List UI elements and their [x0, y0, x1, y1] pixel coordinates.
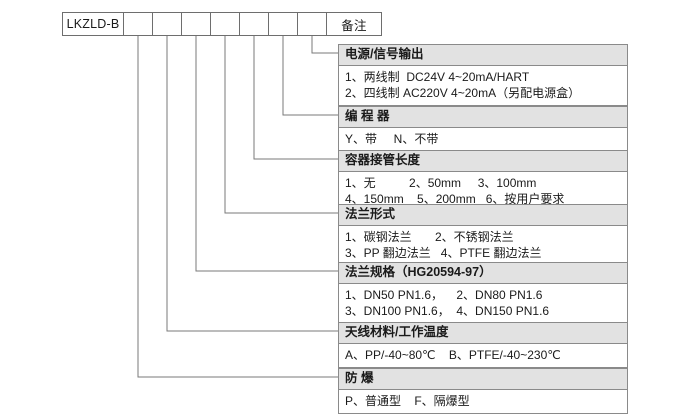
spec-block-programmer: 编 程 器 Y、带 N、不带: [338, 106, 628, 152]
leader-line-programmer: [282, 36, 338, 116]
spec-block-title-power-signal-output: 电源/信号输出: [339, 45, 627, 66]
model-code-slot-0[interactable]: [124, 13, 153, 35]
model-code-slot-3[interactable]: [211, 13, 240, 35]
spec-block-flange-type: 法兰形式 1、碳钢法兰 2、不锈钢法兰 3、PP 翻边法兰 4、PTFE 翻边法兰: [338, 204, 628, 266]
spec-block-flange-specification: 法兰规格（HG20594-97）1、DN50 PN1.6， 2、DN80 PN1…: [338, 262, 628, 324]
model-code-slot-6[interactable]: [298, 13, 327, 35]
spec-option-line: 3、PP 翻边法兰 4、PTFE 翻边法兰: [345, 246, 542, 260]
spec-block-title-vessel-nozzle-length: 容器接管长度: [339, 151, 627, 172]
model-code-table: LKZLD-B 备注: [62, 12, 382, 36]
spec-block-vessel-nozzle-length: 容器接管长度 1、无 2、50mm 3、100mm 4、150mm 5、200mm …: [338, 150, 628, 212]
spec-block-title-flange-specification: 法兰规格（HG20594-97）: [339, 263, 627, 284]
spec-block-antenna-material-temperature: 天线材料/工作温度 A、PP/-40~80℃ B、PTFE/-40~230℃: [338, 322, 628, 368]
spec-option-line: 1、无 2、50mm 3、100mm: [345, 176, 537, 190]
spec-block-explosion-proof: 防 爆 P、普通型 F、隔爆型: [338, 368, 628, 414]
model-code-note-cell: 备注: [327, 13, 381, 35]
spec-option-line: 1、DN50 PN1.6， 2、DN80 PN1.6: [345, 288, 543, 302]
leader-line-explosion-proof: [137, 36, 338, 378]
spec-block-options-explosion-proof: P、普通型 F、隔爆型: [339, 390, 627, 413]
spec-block-options-antenna-material-temperature: A、PP/-40~80℃ B、PTFE/-40~230℃: [339, 344, 627, 367]
spec-block-power-signal-output: 电源/信号输出 1、两线制 DC24V 4~20mA/HART 2、四线制 AC22…: [338, 44, 628, 106]
leader-line-vessel-nozzle-length: [253, 36, 338, 160]
spec-option-line: 3、DN100 PN1.6， 4、DN150 PN1.6: [345, 304, 550, 318]
leader-line-antenna-material-temperature: [166, 36, 338, 332]
leader-line-power-signal-output: [311, 36, 338, 54]
leader-line-flange-type: [224, 36, 338, 214]
spec-block-title-antenna-material-temperature: 天线材料/工作温度: [339, 323, 627, 344]
spec-option-line: Y、带 N、不带: [345, 132, 439, 146]
spec-block-title-flange-type: 法兰形式: [339, 205, 627, 226]
spec-option-line: A、PP/-40~80℃ B、PTFE/-40~230℃: [345, 348, 561, 362]
model-code-slot-2[interactable]: [182, 13, 211, 35]
spec-block-options-power-signal-output: 1、两线制 DC24V 4~20mA/HART 2、四线制 AC220V 4~20…: [339, 66, 627, 105]
spec-option-line: 1、两线制 DC24V 4~20mA/HART: [345, 70, 530, 84]
spec-block-options-flange-specification: 1、DN50 PN1.6， 2、DN80 PN1.6 3、DN100 PN1.6，…: [339, 284, 627, 323]
spec-option-line: 4、150mm 5、200mm 6、按用户要求: [345, 192, 565, 206]
model-code-slot-1[interactable]: [153, 13, 182, 35]
spec-option-line: 2、四线制 AC220V 4~20mA（另配电源盒）: [345, 86, 581, 100]
model-code-prefix-cell: LKZLD-B: [63, 13, 124, 35]
leader-line-flange-specification: [195, 36, 338, 272]
model-code-slot-5[interactable]: [269, 13, 298, 35]
spec-block-title-explosion-proof: 防 爆: [339, 369, 627, 390]
spec-option-line: P、普通型 F、隔爆型: [345, 394, 470, 408]
spec-block-title-programmer: 编 程 器: [339, 107, 627, 128]
model-code-slot-4[interactable]: [240, 13, 269, 35]
spec-option-line: 1、碳钢法兰 2、不锈钢法兰: [345, 230, 514, 244]
spec-block-options-programmer: Y、带 N、不带: [339, 128, 627, 151]
spec-block-options-flange-type: 1、碳钢法兰 2、不锈钢法兰 3、PP 翻边法兰 4、PTFE 翻边法兰: [339, 226, 627, 265]
